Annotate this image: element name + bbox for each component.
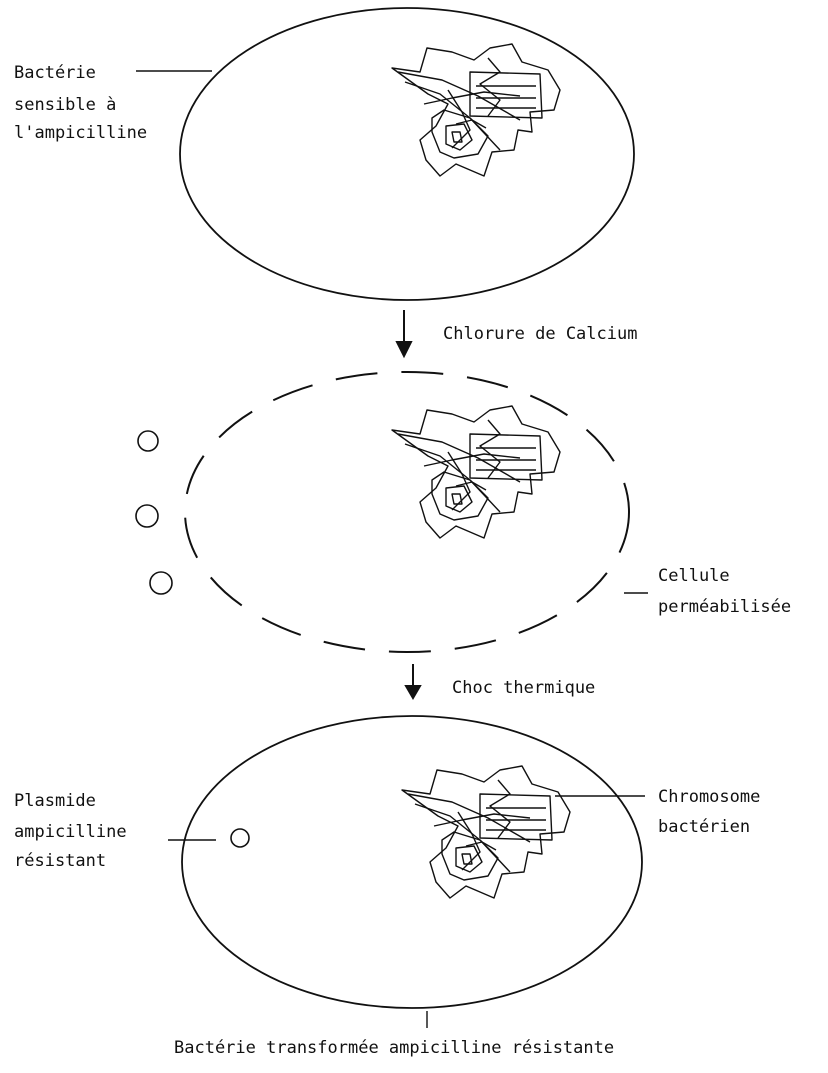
label-permeabilized-line2: perméabilisée — [658, 597, 791, 617]
plasmid-circle — [231, 829, 249, 847]
chromosome-drawing — [392, 44, 560, 176]
label-sensitive-line3: l'ampicilline — [14, 123, 147, 143]
label-plasmid-line1: Plasmide — [14, 791, 96, 811]
plasmid-circle — [136, 505, 158, 527]
label-plasmid-line3: résistant — [14, 851, 106, 871]
label-chromosome-line1: Chromosome — [658, 787, 760, 807]
label-plasmid-line2: ampicilline — [14, 822, 127, 842]
label-transformed: Bactérie transformée ampicilline résista… — [174, 1038, 614, 1058]
label-step-heat-shock: Choc thermique — [452, 678, 595, 698]
label-permeabilized-line1: Cellule — [658, 566, 730, 586]
arrow-down-icon — [406, 664, 420, 698]
permeabilized-cell-outline — [185, 372, 629, 652]
chromosome-drawing — [392, 406, 560, 538]
arrow-down-icon — [397, 310, 411, 356]
label-chromosome-line2: bactérien — [658, 817, 750, 837]
bacterium-cell-outline — [180, 8, 634, 300]
label-sensitive-line2: sensible à — [14, 95, 116, 115]
transformed-cell-outline — [182, 716, 642, 1008]
label-sensitive-line1: Bactérie — [14, 63, 96, 83]
chromosome-drawing — [402, 766, 570, 898]
plasmid-circle — [138, 431, 158, 451]
plasmid-circle — [150, 572, 172, 594]
label-step-calcium-chloride: Chlorure de Calcium — [443, 324, 637, 344]
